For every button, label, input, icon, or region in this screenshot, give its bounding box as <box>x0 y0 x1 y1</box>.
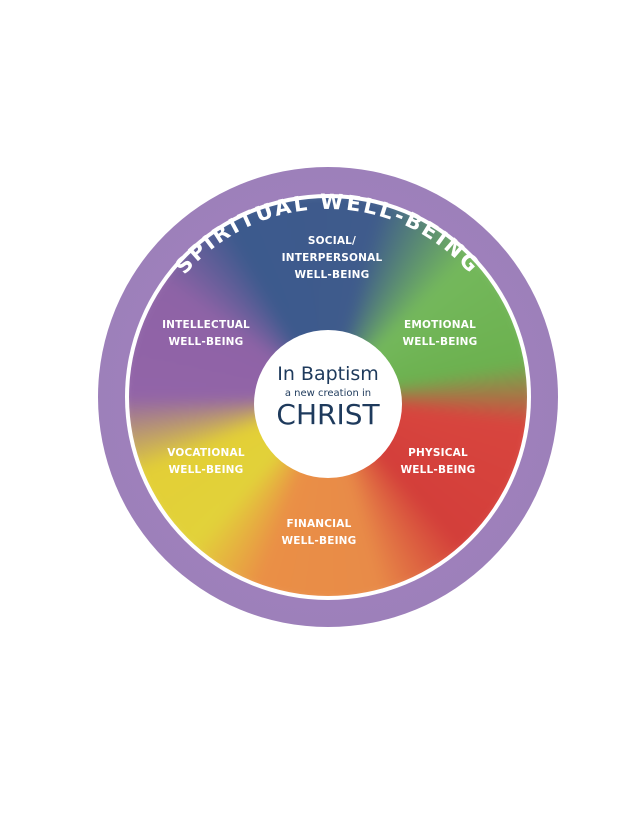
center-christ: CHRIST <box>276 398 380 431</box>
segment-label-line: EMOTIONAL <box>404 319 476 331</box>
segment-social: SOCIAL/ INTERPERSONAL WELL-BEING <box>262 233 402 284</box>
segment-label-line: FINANCIAL <box>286 518 352 530</box>
segment-label-line: PHYSICAL <box>408 447 468 459</box>
segment-intellectual: INTELLECTUAL WELL-BEING <box>136 317 276 351</box>
center-subtitle: a new creation in <box>284 388 372 399</box>
center-title: In Baptism <box>277 363 379 385</box>
segment-emotional: EMOTIONAL WELL-BEING <box>370 317 510 351</box>
segment-label-line: INTELLECTUAL <box>162 319 250 331</box>
segment-label-line: SOCIAL/ <box>307 235 357 247</box>
center-circle <box>254 330 402 478</box>
segment-label-line: WELL-BEING <box>400 464 476 476</box>
segment-financial: FINANCIAL WELL-BEING <box>249 516 389 550</box>
segment-label-line: VOCATIONAL <box>167 447 245 459</box>
segment-label-line: WELL-BEING <box>168 336 244 348</box>
segment-label-line: WELL-BEING <box>168 464 244 476</box>
segment-label-line: WELL-BEING <box>402 336 478 348</box>
segment-label-line: INTERPERSONAL <box>281 252 383 264</box>
segment-label-line: WELL-BEING <box>281 535 357 547</box>
segment-label-line: WELL-BEING <box>294 269 370 281</box>
segment-physical: PHYSICAL WELL-BEING <box>368 445 508 479</box>
segment-vocational: VOCATIONAL WELL-BEING <box>136 445 276 479</box>
